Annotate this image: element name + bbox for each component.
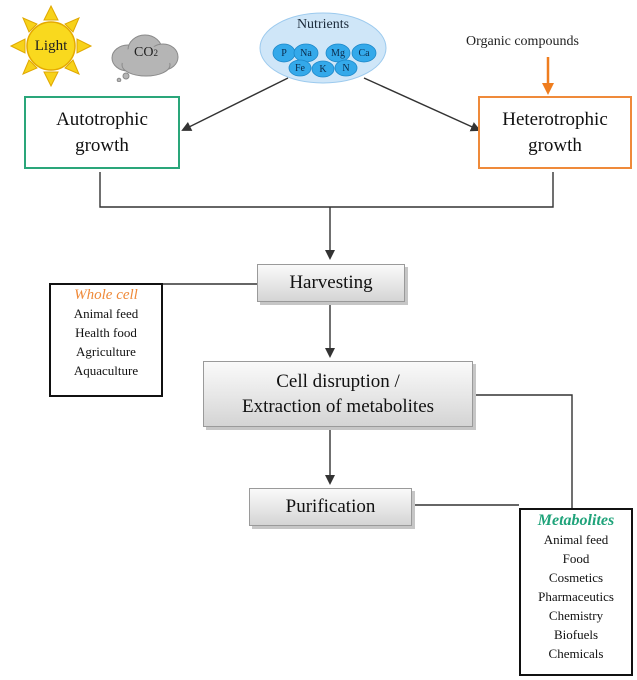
metabolites-box: Metabolites Animal feed Food Cosmetics P… — [519, 508, 633, 676]
whole-cell-item: Agriculture — [76, 344, 136, 359]
nutrient-mg: Mg — [331, 47, 345, 59]
heterotrophic-growth-box: Heterotrophic growth — [478, 96, 632, 169]
metabolites-item: Animal feed — [543, 532, 609, 547]
heterotrophic-line-2: growth — [528, 134, 582, 156]
nutrient-n: N — [342, 62, 350, 74]
whole-cell-title: Whole cell — [74, 287, 138, 303]
sun-icon — [9, 4, 93, 88]
nutrient-p: P — [281, 47, 287, 59]
autotrophic-line-2: growth — [75, 134, 129, 156]
nutrient-na: Na — [300, 47, 312, 59]
metabolites-item: Food — [562, 551, 590, 566]
nutrient-k: K — [319, 63, 327, 75]
merge-line — [99, 172, 554, 208]
disruption-to-metabolites — [474, 394, 573, 508]
harvesting-step: Harvesting — [257, 264, 405, 302]
whole-cell-item: Animal feed — [73, 306, 139, 321]
nutrient-fe: Fe — [295, 62, 305, 74]
nutrients-title: Nutrients — [296, 17, 350, 32]
cell-disruption-step: Cell disruption / Extraction of metaboli… — [203, 361, 473, 427]
metabolites-item: Chemistry — [548, 608, 604, 623]
co2-cloud-icon — [111, 34, 179, 82]
metabolites-item: Pharmaceutics — [538, 589, 614, 604]
nutrients-cloud — [259, 12, 387, 84]
light-label: Light — [34, 37, 68, 54]
whole-cell-box: Whole cell Animal feed Health food Agric… — [49, 283, 163, 397]
purification-step: Purification — [249, 488, 412, 526]
metabolites-item: Chemicals — [548, 646, 604, 661]
arrow-nutrients-to-autotrophic — [181, 77, 289, 131]
disruption-line-1: Cell disruption / — [276, 371, 400, 392]
metabolites-item: Cosmetics — [548, 570, 604, 585]
whole-cell-item: Aquaculture — [73, 363, 139, 378]
metabolites-title: Metabolites — [537, 512, 615, 529]
autotrophic-line-1: Autotrophic — [56, 108, 148, 130]
co2-subscript: 2 — [153, 48, 158, 58]
organic-compounds-label: Organic compounds — [466, 34, 579, 49]
metabolites-item: Biofuels — [553, 627, 599, 642]
disruption-line-2: Extraction of metabolites — [241, 396, 435, 417]
arrow-nutrients-to-heterotrophic — [363, 77, 481, 132]
whole-cell-item: Health food — [75, 325, 137, 340]
heterotrophic-line-1: Heterotrophic — [502, 108, 608, 130]
nutrient-ca: Ca — [358, 47, 370, 59]
co2-text: CO — [134, 45, 154, 60]
autotrophic-growth-box: Autotrophic growth — [24, 96, 180, 169]
